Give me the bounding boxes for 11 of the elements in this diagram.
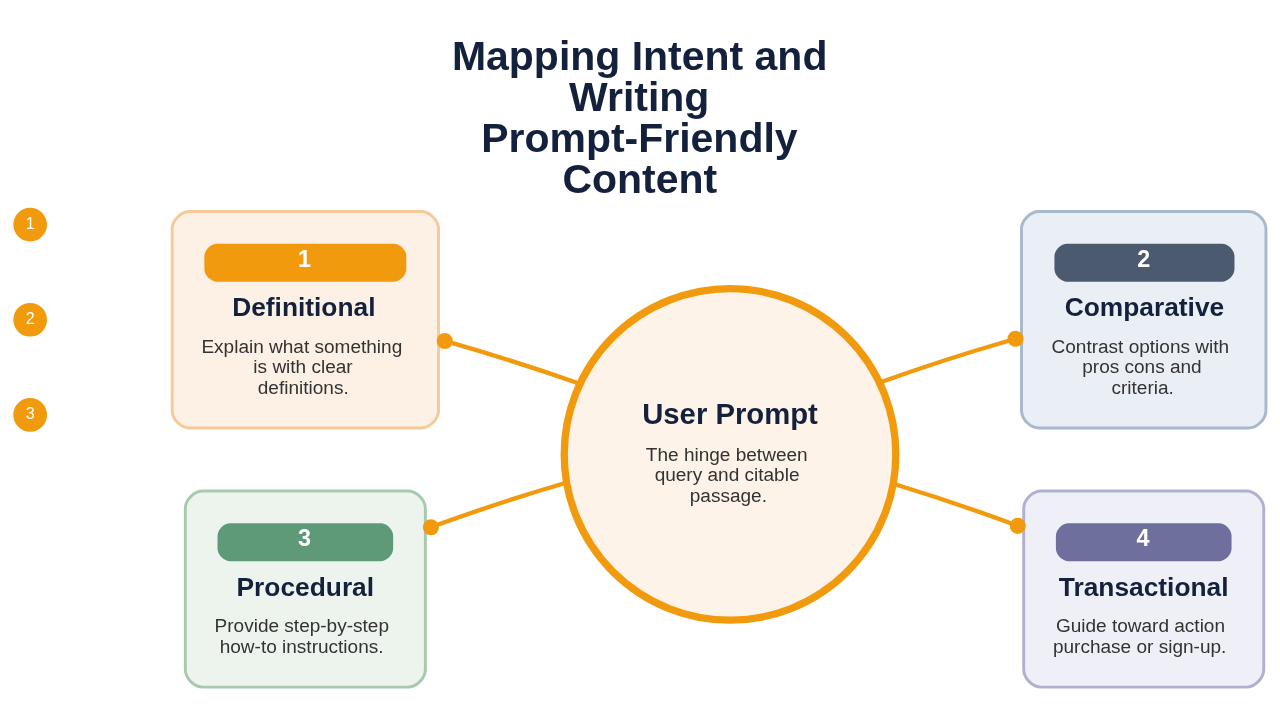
connector [436,332,581,386]
label: 3 [25,403,35,422]
node-circle: User Prompt The hinge between query and citable passage. [560,284,900,624]
node-box: 2 Comparative Contrast options with pros cons and criteria. [1020,209,1268,430]
diagram-title: Mapping Intent and Writing Prompt-Friendly Content [451,33,828,202]
node-box: 4 Transactional Guide toward action purchase or sign-up. [1022,489,1266,689]
node-box: 1 Definitional Explain what something is with clear definitions. [170,209,440,430]
label: 2 [25,308,35,327]
label: 1 [25,213,35,232]
connector [879,330,1024,385]
node-box: 3 Procedural Provide step-by-step how-to instructions. [183,489,427,689]
